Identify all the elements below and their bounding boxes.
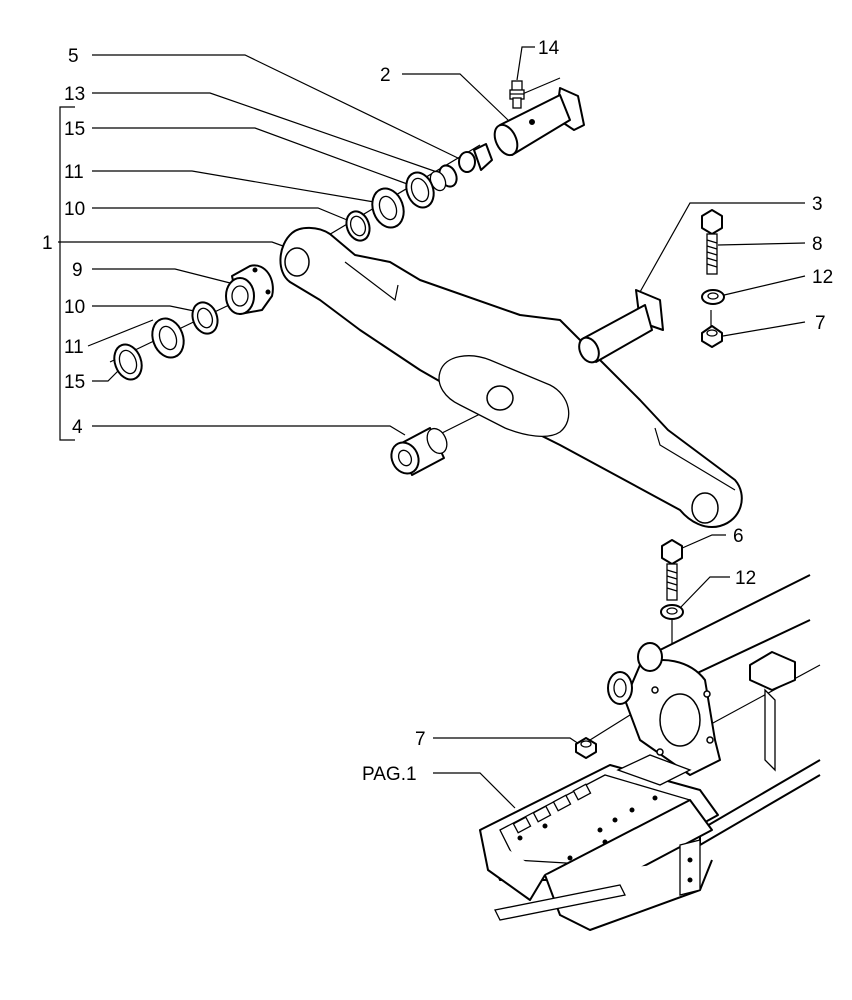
bolt-8: [701, 209, 723, 275]
snap-ring-10-top: [345, 210, 371, 242]
washer-11-top: [371, 187, 405, 229]
snap-ring-10-bottom: [191, 301, 219, 335]
callout-4: 4: [72, 417, 83, 438]
callout-12-top: 12: [812, 267, 833, 288]
callout-5: 5: [68, 46, 79, 67]
snap-ring-15-bottom: [113, 343, 143, 381]
pivot-pin-2: [493, 87, 585, 157]
lift-arm-1: [279, 226, 743, 528]
callout-9: 9: [72, 260, 83, 281]
callout-10-bottom: 10: [64, 297, 85, 318]
snap-ring-15-top: [405, 171, 435, 209]
callout-15-top: 15: [64, 119, 85, 140]
callout-6: 6: [733, 526, 744, 547]
callout-pag1: PAG.1: [362, 764, 417, 785]
callout-10-top: 10: [64, 199, 85, 220]
callout-1: 1: [42, 233, 53, 254]
pin-3: [578, 289, 664, 364]
callout-11-bottom: 11: [64, 337, 84, 358]
washer-12-bottom: [660, 604, 684, 620]
callout-8: 8: [812, 234, 823, 255]
bolt-6: [661, 539, 683, 601]
bushing-4: [390, 427, 448, 476]
plug-13: [429, 164, 458, 192]
callout-15-bottom: 15: [64, 372, 85, 393]
callout-3: 3: [812, 194, 823, 215]
grease-nipple-14: [509, 80, 525, 109]
callout-14: 14: [538, 38, 560, 59]
callout-labels: 5 13 15 11 10 1 9 10 11 15 4 2 14 3 8 12…: [42, 38, 833, 785]
leader-lines: [58, 46, 806, 809]
callout-13: 13: [64, 84, 85, 105]
nut-7-top: [701, 325, 723, 348]
callout-7-top: 7: [815, 313, 826, 334]
frame-assembly: [479, 574, 821, 931]
callout-11-top: 11: [64, 162, 84, 183]
callout-7-bottom: 7: [415, 729, 426, 750]
callout-12-bottom: 12: [735, 568, 756, 589]
bearing-block-9: [225, 264, 274, 315]
washer-11-bottom: [151, 317, 185, 359]
callout-2: 2: [380, 65, 391, 86]
bushing-5: [458, 143, 493, 173]
nut-7-bottom: [575, 737, 597, 759]
washer-12-top: [701, 289, 725, 305]
